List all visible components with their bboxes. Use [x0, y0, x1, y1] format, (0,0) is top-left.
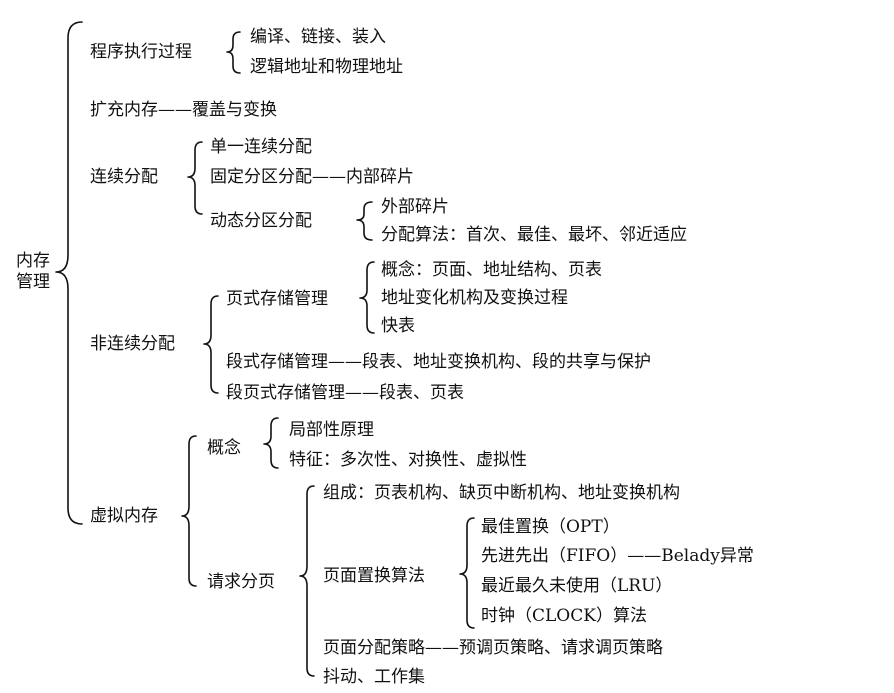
contig-label: 连续分配 — [90, 167, 158, 187]
process-label: 程序执行过程 — [90, 42, 192, 62]
expand-label: 扩充内存——覆盖与变换 — [90, 100, 277, 120]
segpage-label: 段页式存储管理——段表、页表 — [226, 383, 464, 403]
replacement-label: 页面置换算法 — [323, 566, 425, 586]
concept-item-1: 局部性原理 — [289, 420, 374, 440]
virtual-label: 虚拟内存 — [90, 506, 158, 526]
demand-composition: 组成：页表机构、缺页中断机构、地址变换机构 — [323, 483, 680, 503]
brace-process — [226, 31, 241, 74]
replacement-item-1: 最佳置换（OPT） — [481, 517, 620, 537]
brace-virtual — [181, 435, 197, 587]
brace-replacement — [459, 517, 475, 629]
brace-concept — [263, 417, 279, 469]
brace-dynamic — [356, 201, 373, 241]
paging-item-2: 地址变化机构及变换过程 — [381, 288, 568, 308]
brace-noncontig — [203, 295, 219, 394]
process-item-1: 编译、链接、装入 — [250, 27, 386, 47]
segment-label: 段式存储管理——段表、地址变换机构、段的共享与保护 — [226, 352, 651, 372]
contig-dynamic-label: 动态分区分配 — [210, 211, 312, 231]
demand-thrash: 抖动、工作集 — [323, 667, 425, 687]
process-item-2: 逻辑地址和物理地址 — [250, 57, 403, 77]
demand-label: 请求分页 — [207, 572, 275, 592]
root-label: 内存管理 — [16, 251, 50, 292]
concept-label: 概念 — [207, 438, 241, 458]
replacement-item-4: 时钟（CLOCK）算法 — [481, 606, 647, 626]
brace-demand — [299, 485, 315, 677]
paging-label: 页式存储管理 — [226, 289, 328, 309]
paging-item-3: 快表 — [381, 316, 415, 336]
replacement-item-3: 最近最久未使用（LRU） — [481, 576, 673, 596]
brace-root — [55, 21, 83, 525]
contig-single: 单一连续分配 — [210, 137, 312, 157]
brace-paging — [359, 261, 375, 334]
contig-fixed: 固定分区分配——内部碎片 — [210, 167, 414, 187]
brace-contig — [187, 141, 203, 215]
replacement-item-2: 先进先出（FIFO）——Belady异常 — [481, 546, 754, 566]
concept-item-2: 特征：多次性、对换性、虚拟性 — [289, 450, 527, 470]
noncontig-label: 非连续分配 — [90, 334, 175, 354]
demand-alloc: 页面分配策略——预调页策略、请求调页策略 — [323, 638, 663, 658]
contig-dynamic-item-2: 分配算法：首次、最佳、最坏、邻近适应 — [381, 225, 687, 245]
contig-dynamic-item-1: 外部碎片 — [381, 197, 449, 217]
paging-item-1: 概念：页面、地址结构、页表 — [381, 260, 602, 280]
